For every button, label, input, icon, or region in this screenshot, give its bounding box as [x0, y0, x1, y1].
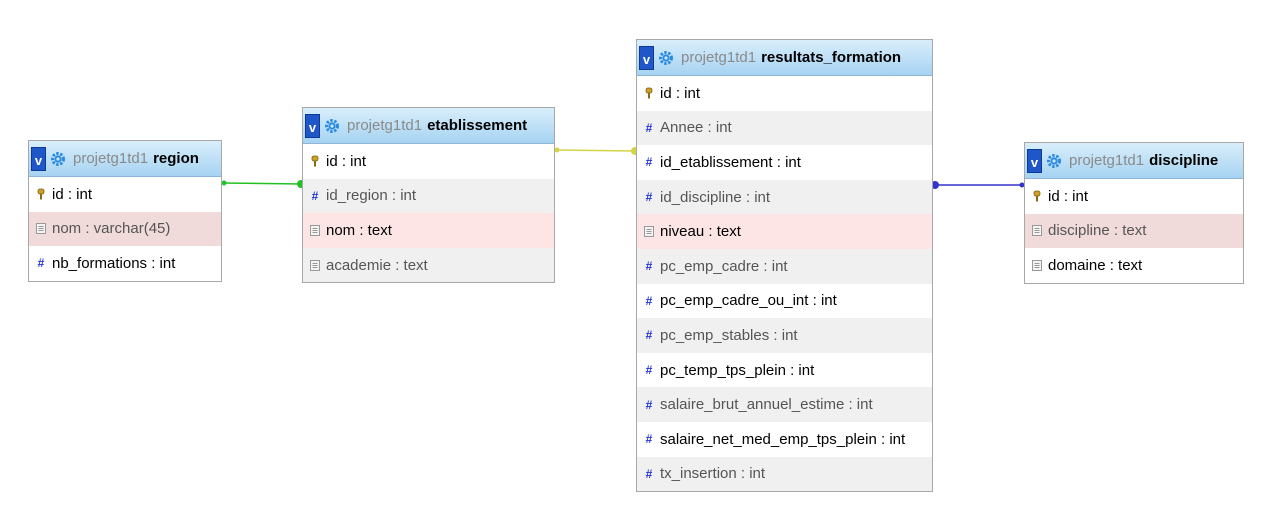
field-label: id : int: [660, 84, 701, 102]
database-name: projetg1td1: [73, 150, 149, 167]
field-label: pc_emp_cadre_ou_int : int: [660, 292, 837, 310]
field-label: id : int: [1048, 187, 1089, 205]
field-row[interactable]: # nb_formations : int: [29, 246, 221, 281]
table-name: discipline: [1149, 152, 1219, 169]
field-row[interactable]: nom : text: [303, 213, 554, 248]
relation-endpoint-etablissement-2: [554, 147, 560, 153]
collapse-toggle-button[interactable]: v: [31, 146, 46, 171]
number-field-icon: #: [645, 190, 653, 205]
number-field-icon: #: [645, 432, 653, 447]
field-label: id_region : int: [326, 187, 417, 205]
number-field-icon: #: [37, 256, 45, 271]
field-label: academie : text: [326, 256, 428, 274]
table-name: resultats_formation: [761, 49, 902, 66]
number-field-icon: #: [311, 188, 319, 203]
number-field-icon: #: [645, 397, 653, 412]
field-row[interactable]: # tx_insertion : int: [637, 456, 932, 492]
field-label: id_etablissement : int: [660, 153, 801, 171]
field-label: Annee : int: [660, 119, 732, 137]
field-row[interactable]: domaine : text: [1025, 248, 1243, 283]
field-label: salaire_net_med_emp_tps_plein : int: [660, 430, 906, 448]
field-row[interactable]: # id_discipline : int: [637, 179, 932, 215]
text-field-icon: [34, 223, 48, 235]
field-row[interactable]: academie : text: [303, 247, 554, 283]
relation-endpoint-region: [221, 180, 227, 186]
collapse-toggle-button[interactable]: v: [1027, 148, 1042, 173]
gear-icon[interactable]: [1046, 153, 1069, 169]
table-name: region: [153, 150, 199, 167]
table-name: etablissement: [427, 117, 528, 134]
field-row[interactable]: id : int: [637, 76, 932, 111]
number-field-icon: #: [645, 259, 653, 274]
text-field-icon: [642, 226, 656, 238]
field-row[interactable]: # pc_emp_cadre_ou_int : int: [637, 284, 932, 319]
field-row[interactable]: niveau : text: [637, 214, 932, 249]
collapse-toggle-button[interactable]: v: [305, 113, 320, 138]
field-label: domaine : text: [1048, 256, 1143, 274]
field-label: tx_insertion : int: [660, 465, 766, 483]
number-field-icon: #: [645, 293, 653, 308]
field-row[interactable]: # Annee : int: [637, 110, 932, 146]
field-row[interactable]: id : int: [303, 144, 554, 179]
field-label: salaire_brut_annuel_estime : int: [660, 396, 873, 414]
field-label: niveau : text: [660, 223, 741, 241]
text-field-icon: [1030, 259, 1044, 271]
database-name: projetg1td1: [1069, 152, 1145, 169]
key-icon: [1030, 190, 1044, 202]
field-label: nom : text: [326, 221, 392, 239]
text-field-icon: [308, 259, 322, 271]
number-field-icon: #: [645, 155, 653, 170]
field-row[interactable]: # salaire_net_med_emp_tps_plein : int: [637, 422, 932, 457]
field-row[interactable]: discipline : text: [1025, 213, 1243, 249]
field-label: pc_emp_cadre : int: [660, 257, 788, 275]
text-field-icon: [1030, 225, 1044, 237]
field-row[interactable]: nom : varchar(45): [29, 211, 221, 247]
relation-line-region-etablissement: [221, 182, 303, 185]
field-row[interactable]: # id_region : int: [303, 178, 554, 214]
database-name: projetg1td1: [347, 117, 423, 134]
gear-icon[interactable]: [658, 50, 681, 66]
field-row[interactable]: id : int: [1025, 179, 1243, 214]
field-label: pc_temp_tps_plein : int: [660, 361, 815, 379]
number-field-icon: #: [645, 120, 653, 135]
field-label: nb_formations : int: [52, 254, 176, 272]
field-label: nom : varchar(45): [52, 220, 171, 238]
text-field-icon: [308, 224, 322, 236]
collapse-toggle-button[interactable]: v: [639, 45, 654, 70]
key-icon: [642, 87, 656, 99]
field-label: discipline : text: [1048, 222, 1147, 240]
key-icon: [308, 155, 322, 167]
field-row[interactable]: # id_etablissement : int: [637, 145, 932, 180]
field-row[interactable]: # pc_emp_stables : int: [637, 318, 932, 353]
relation-line-etablissement-resultats: [554, 149, 637, 152]
database-name: projetg1td1: [681, 49, 757, 66]
field-label: id : int: [326, 152, 367, 170]
field-label: id_discipline : int: [660, 188, 771, 206]
gear-icon[interactable]: [50, 151, 73, 167]
field-label: pc_emp_stables : int: [660, 326, 798, 344]
number-field-icon: #: [645, 363, 653, 378]
field-row[interactable]: # salaire_brut_annuel_estime : int: [637, 387, 932, 422]
field-row[interactable]: # pc_temp_tps_plein : int: [637, 353, 932, 388]
number-field-icon: #: [645, 328, 653, 343]
field-row[interactable]: # pc_emp_cadre : int: [637, 248, 932, 284]
gear-icon[interactable]: [324, 118, 347, 134]
key-icon: [34, 188, 48, 200]
field-row[interactable]: id : int: [29, 177, 221, 212]
number-field-icon: #: [645, 466, 653, 481]
field-label: id : int: [52, 185, 93, 203]
